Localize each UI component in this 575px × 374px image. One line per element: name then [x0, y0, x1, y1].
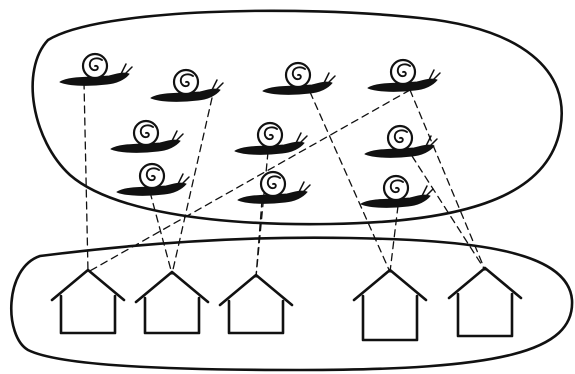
- house-roof: [354, 270, 426, 300]
- snail-3: [263, 63, 335, 94]
- link-snail-1-to-house-1: [84, 82, 88, 272]
- houses: [52, 268, 521, 340]
- snail-4: [368, 60, 440, 91]
- link-snail-8-to-house-2: [150, 192, 172, 274]
- house-5: [449, 268, 521, 336]
- snail-antennae: [324, 73, 335, 83]
- house-roof: [136, 272, 208, 302]
- snail-7: [365, 126, 437, 157]
- house-roof: [449, 268, 521, 298]
- snail-2: [151, 70, 223, 101]
- snail-5: [111, 121, 183, 152]
- link-snail-6-to-house-3: [256, 152, 268, 277]
- snails: [60, 54, 440, 207]
- link-snail-3-to-house-4: [310, 92, 390, 272]
- house-walls: [363, 296, 417, 340]
- snail-antennae: [296, 133, 307, 143]
- snail-9: [238, 172, 310, 203]
- house-walls: [458, 294, 512, 336]
- snail-6: [235, 123, 307, 154]
- house-3: [220, 275, 292, 333]
- snail-antennae: [121, 64, 132, 74]
- snail-1: [60, 54, 132, 85]
- house-1: [52, 270, 124, 333]
- snail-10: [361, 176, 433, 207]
- house-walls: [229, 301, 283, 333]
- house-roof: [220, 275, 292, 305]
- house-roof: [52, 270, 124, 300]
- house-walls: [61, 296, 115, 333]
- house-walls: [145, 298, 199, 333]
- snail-antennae: [429, 70, 440, 80]
- snail-antennae: [178, 174, 189, 184]
- snail-antennae: [299, 182, 310, 192]
- snail-antennae: [212, 80, 223, 90]
- snail-antennae: [422, 186, 433, 196]
- house-4: [354, 270, 426, 340]
- snail-8: [117, 164, 189, 195]
- house-2: [136, 272, 208, 333]
- snail-antennae: [172, 131, 183, 141]
